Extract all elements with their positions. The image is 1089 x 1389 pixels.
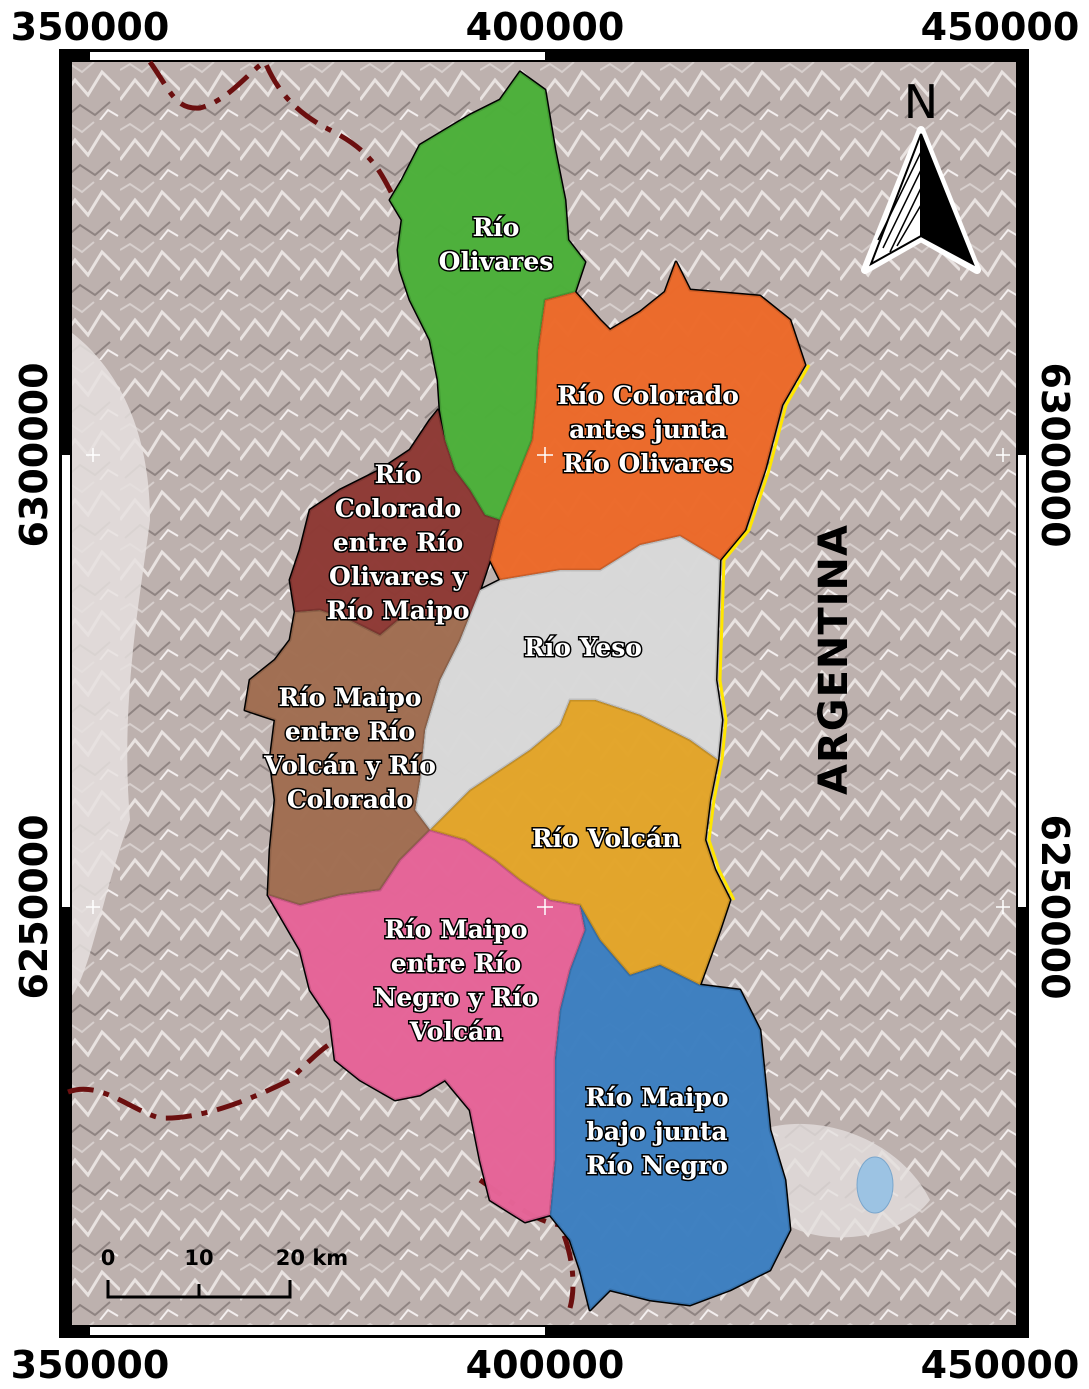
- basin-label-line: Volcán: [409, 1017, 503, 1046]
- basin-label-line: bajo junta: [586, 1117, 727, 1146]
- x-tick-top-450000: 450000: [921, 5, 1080, 49]
- basin-label-line: Río Maipo: [326, 596, 469, 625]
- basin-label-line: Volcán y Río: [263, 751, 436, 780]
- basin-label-line: Río: [375, 460, 422, 489]
- basin-label-line: Colorado: [287, 785, 413, 814]
- y-tick-left-6250000: 6250000: [12, 814, 56, 999]
- basin-label-line: Olivares: [439, 247, 554, 276]
- basin-label-line: Río Maipo: [278, 683, 421, 712]
- basin-label-yeso: Río Yeso: [524, 633, 642, 662]
- basin-label-line: Río Colorado: [557, 381, 739, 410]
- central-valley: [68, 330, 150, 1000]
- basin-label-line: entre Río: [285, 717, 415, 746]
- x-tick-bottom-350000: 350000: [11, 1343, 170, 1385]
- basin-label-line: Río Yeso: [524, 633, 642, 662]
- scale-tick-20: 20 km: [276, 1246, 348, 1270]
- north-label: N: [904, 75, 938, 129]
- lake: [856, 1156, 894, 1214]
- valley-patch: [760, 1123, 930, 1238]
- scale-bar: 0 10 20 km: [101, 1246, 348, 1299]
- basin-label-volcan: Río Volcán: [532, 824, 681, 853]
- scale-tick-10: 10: [184, 1246, 213, 1270]
- basin-label-line: Río Maipo: [585, 1083, 728, 1112]
- basin-label-line: Río Volcán: [532, 824, 681, 853]
- basin-label-line: entre Río: [391, 949, 521, 978]
- border-highlight: [707, 364, 811, 901]
- scale-tick-0: 0: [101, 1246, 116, 1270]
- x-tick-top-400000: 400000: [466, 5, 625, 49]
- basin-label-line: Río Negro: [586, 1151, 728, 1180]
- basin-label-line: Olivares y: [329, 562, 468, 591]
- basin-label-line: Río Olivares: [563, 449, 733, 478]
- basin-label-line: antes junta: [569, 415, 727, 444]
- x-tick-bottom-450000: 450000: [921, 1343, 1080, 1385]
- y-tick-right-6300000: 6300000: [1033, 362, 1077, 547]
- coordinate-labels: 350000 400000 450000 350000 400000 45000…: [11, 5, 1080, 1387]
- north-arrow-icon: N: [861, 75, 981, 274]
- basin-label-line: Río: [473, 213, 520, 242]
- basin-label-line: Río Maipo: [384, 915, 527, 944]
- basin-label-line: entre Río: [333, 528, 463, 557]
- x-tick-top-350000: 350000: [11, 5, 170, 49]
- basin-label-line: Colorado: [335, 494, 461, 523]
- grid-crosses: [86, 447, 1010, 915]
- x-tick-bottom-400000: 400000: [466, 1343, 625, 1385]
- y-tick-left-6300000: 6300000: [12, 362, 56, 547]
- basin-label-line: Negro y Río: [374, 983, 539, 1012]
- y-tick-right-6250000: 6250000: [1033, 814, 1077, 999]
- country-label-argentina: ARGENTINA: [811, 524, 857, 795]
